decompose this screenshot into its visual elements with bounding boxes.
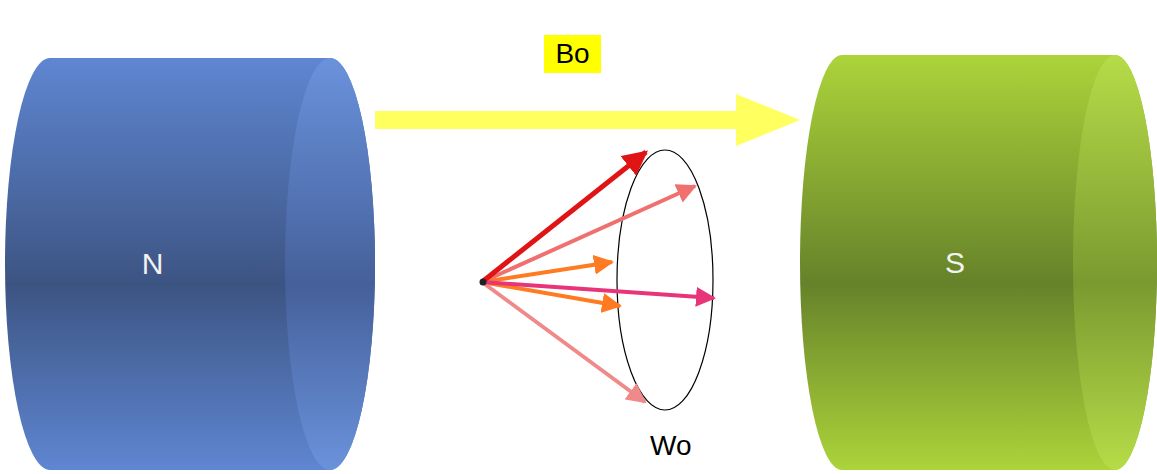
cylinder-body [5, 58, 375, 470]
spin-vector [482, 152, 646, 282]
frequency-label: Wo [650, 430, 692, 462]
pole-label: N [142, 247, 164, 281]
cylinder-body [800, 55, 1157, 470]
field-arrow [375, 94, 800, 146]
cylinder-magnet [800, 55, 1157, 470]
arrow-shaft [375, 111, 738, 129]
field-label: Bo [544, 35, 600, 73]
spin-vector [482, 282, 714, 298]
cylinder-magnet [5, 58, 375, 470]
cylinder-face [285, 58, 375, 470]
magnet-pole: N [5, 58, 375, 470]
arrow-head [736, 94, 800, 146]
spin-origin [480, 279, 487, 286]
cylinder-face [1073, 55, 1157, 470]
magnet-pole: S [800, 55, 1157, 470]
spin-vector [482, 282, 645, 402]
pole-label: S [945, 246, 965, 280]
precession-circle [617, 150, 713, 410]
